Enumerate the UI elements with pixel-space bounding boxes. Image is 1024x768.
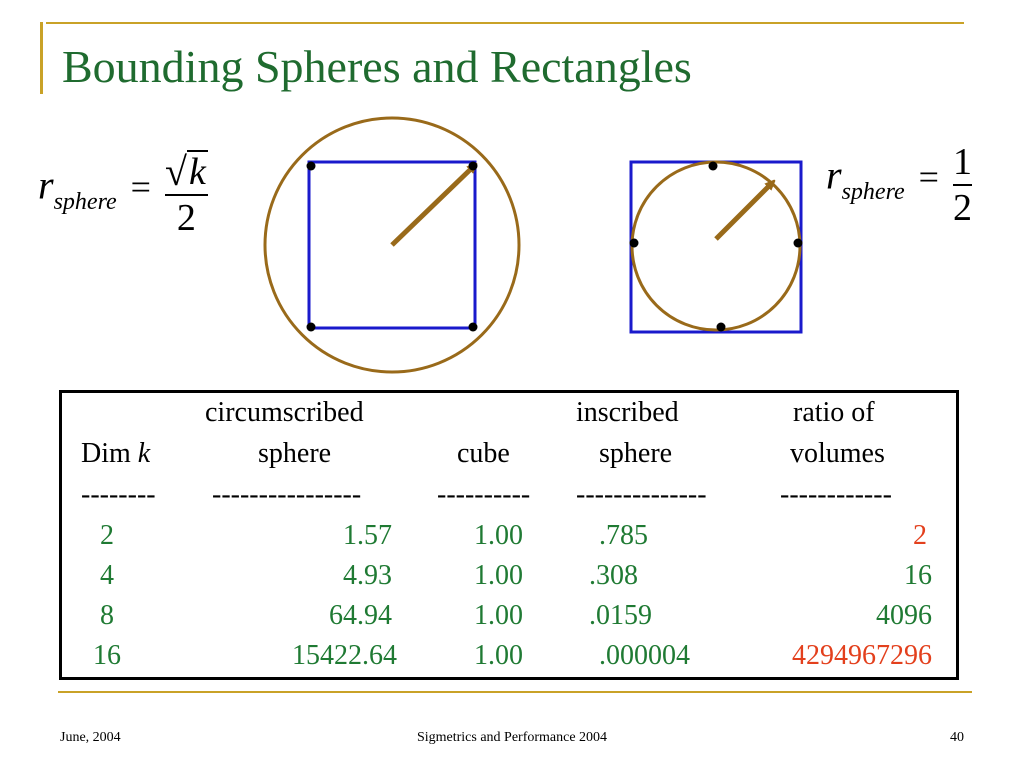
row-2-dim: 4 [100, 560, 114, 591]
row-1-cube: 1.00 [474, 520, 523, 551]
right-tangent-dot-bottom [716, 322, 726, 332]
header-ratio-line2: volumes [790, 438, 885, 469]
header-insc-line2: sphere [599, 438, 673, 469]
row-3-insc: .0159 [589, 600, 652, 631]
row-4-insc: .000004 [599, 640, 690, 671]
dash-insc: -------------- [576, 479, 707, 510]
formula-left-fraction-bar [164, 194, 208, 196]
formula-right-fraction-bar [952, 184, 972, 186]
header-cube: cube [457, 438, 510, 469]
left-square [307, 160, 477, 330]
formula-right-eq: = [918, 156, 939, 197]
formula-left: rsphere = √k 2 [38, 150, 208, 240]
right-circle [630, 160, 802, 332]
row-1-circ: 1.57 [343, 520, 392, 551]
header-circ-line2: sphere [258, 438, 332, 469]
formula-right-sub: sphere [841, 178, 905, 205]
left-radius-arrow [390, 166, 474, 247]
row-4-circ: 15422.64 [292, 640, 397, 671]
left-corner-dot-tr [468, 161, 478, 171]
row-4-cube: 1.00 [474, 640, 523, 671]
formula-right-denominator: 2 [952, 187, 972, 229]
row-1-dim: 2 [100, 520, 114, 551]
row-2-ratio: 16 [904, 560, 932, 591]
left-corner-dot-br [468, 322, 478, 332]
volume-table: circumscribed inscribed ratio of Dim k s… [59, 390, 959, 680]
dash-dim: -------- [81, 479, 156, 510]
row-2-circ: 4.93 [343, 560, 392, 591]
formula-right: rsphere = 1 2 [826, 140, 972, 230]
footer-date: June, 2004 [60, 730, 121, 745]
dash-circ: ---------------- [212, 479, 362, 510]
footer-page-number: 40 [950, 730, 964, 745]
formula-right-numerator: 1 [952, 141, 972, 183]
right-tangent-dot-left [629, 238, 639, 248]
formula-left-fraction: √k 2 [164, 150, 208, 240]
formula-left-radicand: k [186, 150, 208, 193]
frame-bottom-line [58, 691, 972, 693]
row-1-insc: .785 [599, 520, 648, 551]
formula-left-radical: √ [164, 149, 187, 194]
formula-right-var: r [826, 152, 842, 198]
row-3-dim: 8 [100, 600, 114, 631]
frame-left-line [40, 22, 43, 94]
frame-top-line [46, 22, 964, 24]
formula-left-sub: sphere [53, 188, 117, 215]
row-4-dim: 16 [93, 640, 121, 671]
footer-center: Sigmetrics and Performance 2004 [416, 730, 608, 745]
row-3-ratio: 4096 [876, 600, 932, 631]
formula-left-denominator: 2 [176, 197, 196, 239]
header-dim-k: k [137, 438, 151, 469]
right-tangent-dot-top [708, 161, 718, 171]
row-3-circ: 64.94 [329, 600, 392, 631]
left-corner-dot-tl [306, 161, 316, 171]
row-2-insc: .308 [589, 560, 638, 591]
formula-right-fraction: 1 2 [952, 140, 972, 230]
header-dim: Dim k [81, 438, 150, 470]
formula-left-eq: = [130, 166, 151, 207]
header-insc-line1: inscribed [576, 397, 679, 428]
row-1-ratio: 2 [913, 520, 927, 551]
formula-left-var: r [38, 162, 54, 208]
dash-ratio: ------------ [780, 479, 892, 510]
row-3-cube: 1.00 [474, 600, 523, 631]
right-tangent-dot-right [793, 238, 803, 248]
header-dim-label: Dim [81, 438, 131, 469]
slide-title: Bounding Spheres and Rectangles [62, 41, 692, 92]
left-circle [263, 116, 521, 374]
row-4-ratio: 4294967296 [792, 640, 932, 671]
row-2-cube: 1.00 [474, 560, 523, 591]
formula-left-sqrt: √k [165, 150, 208, 194]
right-radius-arrow [714, 183, 772, 241]
header-circ-line1: circumscribed [205, 397, 364, 428]
header-ratio-line1: ratio of [793, 397, 875, 428]
left-corner-dot-bl [306, 322, 316, 332]
dash-cube: ---------- [437, 479, 531, 510]
